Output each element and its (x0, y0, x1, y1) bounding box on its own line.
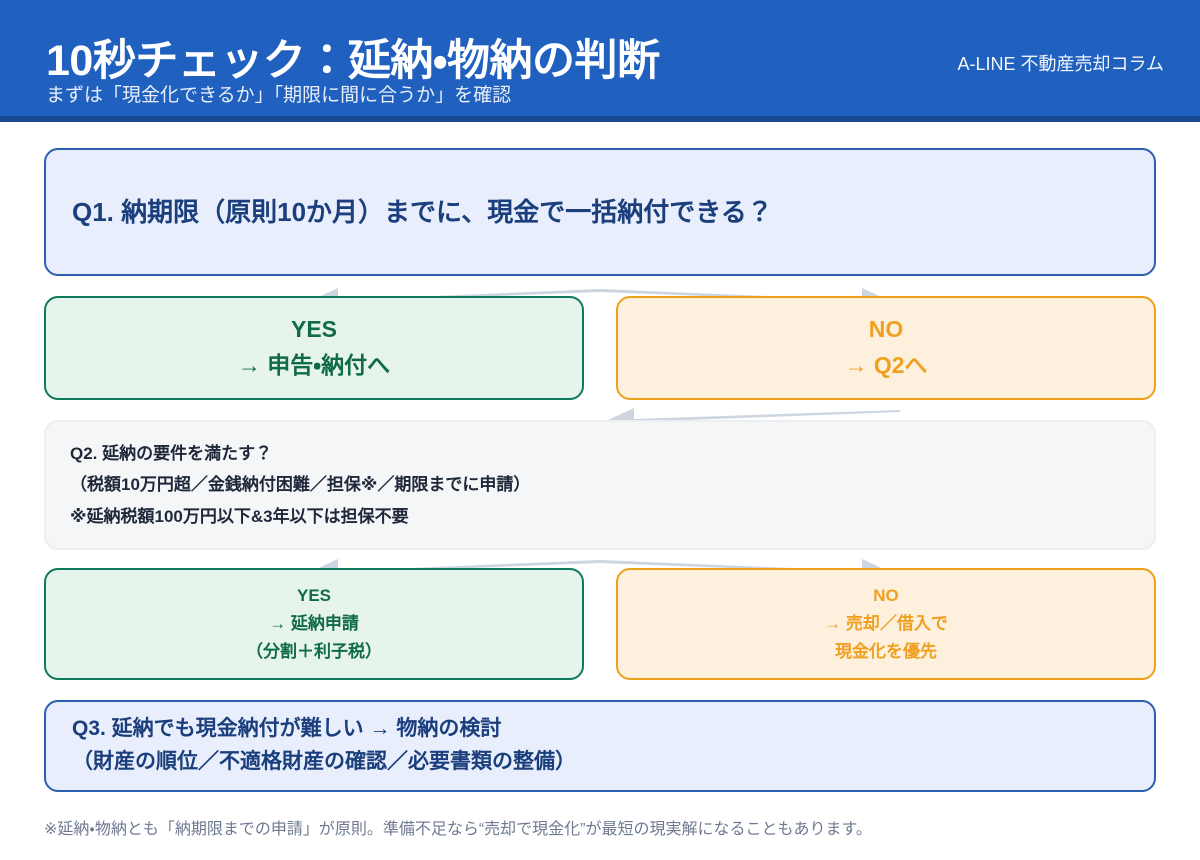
answer-box-q2-no: NO → 売却／借入で 現金化を優先 (616, 568, 1156, 680)
q2-no-detail: 現金化を優先 (835, 642, 937, 662)
answer-box-q1-no: NO → Q2へ (616, 296, 1156, 400)
q2-yes-detail: （分割＋利子税） (246, 642, 382, 662)
q2-no-label: NO (873, 585, 899, 605)
q2-yes-action: → 延納申請 (269, 613, 359, 633)
q2-text-line-2: （税額10万円超／金銭納付困難／担保※／期限までに申請） (70, 475, 531, 495)
header-accent-stripe (0, 116, 1200, 122)
q2-text-line-3: ※延納税額100万円以下&3年以下は担保不要 (70, 506, 409, 526)
q2-no-action: → 売却／借入で (824, 613, 948, 633)
q1-yes-label: YES (290, 316, 338, 343)
footnote-text: ※延納・物納とも「納期限までの申請」が原則。準備不足なら“売却で現金化”が最短の… (44, 821, 872, 838)
answer-box-q1-yes: YES → 申告・納付へ (44, 296, 584, 400)
q2-text-line-1: Q2. 延納の要件を満たす？ (70, 443, 273, 463)
answer-box-q2-yes: YES → 延納申請 （分割＋利子税） (44, 568, 584, 680)
question-box-q2: Q2. 延納の要件を満たす？ （税額10万円超／金銭納付困難／担保※／期限までに… (44, 420, 1156, 550)
q3-text-line-1: Q3. 延納でも現金納付が難しい → 物納の検討 (72, 717, 502, 741)
q2-yes-label: YES (296, 585, 332, 605)
q1-yes-action: → 申告・納付へ (237, 352, 391, 378)
question-box-q1: Q1. 納期限（原則10か月）までに、現金で一括納付できる？ (44, 148, 1156, 276)
q1-no-action: → Q2へ (844, 352, 928, 378)
page-header: 10秒チェック：延納・物納の判断 まずは「現金化できるか」「期限に間に合うか」を… (0, 0, 1200, 122)
question-box-q3: Q3. 延納でも現金納付が難しい → 物納の検討 （財産の順位／不適格財産の確認… (44, 700, 1156, 792)
q3-text-line-2: （財産の順位／不適格財産の確認／必要書類の整備） (72, 750, 576, 773)
brand-label: A-LINE 不動産売却コラム (957, 54, 1164, 74)
page-subtitle: まずは「現金化できるか」「期限に間に合うか」を確認 (46, 85, 512, 106)
q1-no-label: NO (868, 316, 904, 343)
q1-text: Q1. 納期限（原則10か月）までに、現金で一括納付できる？ (72, 196, 773, 227)
page-title: 10秒チェック：延納・物納の判断 (46, 37, 660, 85)
